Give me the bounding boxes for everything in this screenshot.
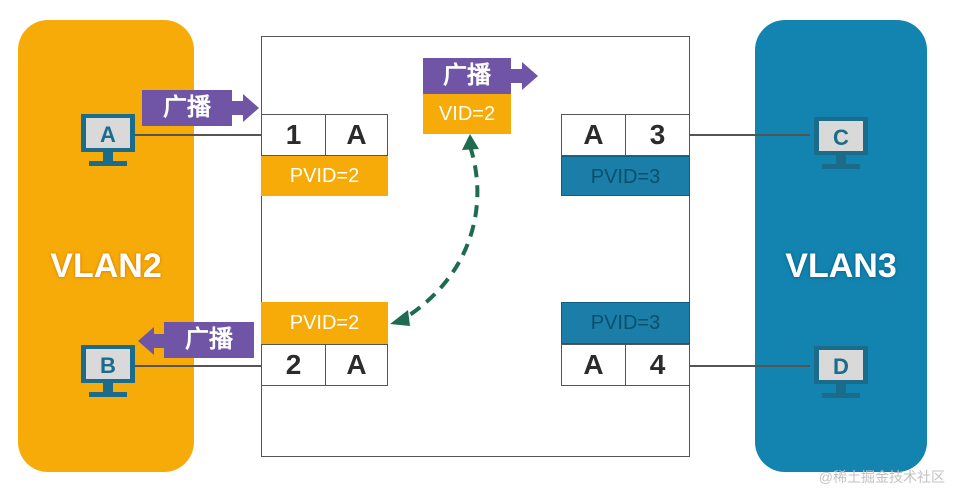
host-b-computer-icon: B	[81, 345, 135, 397]
port4-number: 4	[625, 344, 690, 386]
broadcast-out-arrow-icon	[138, 327, 166, 355]
link-b-port2	[135, 365, 262, 367]
broadcast-internal-frame: 广播	[423, 58, 511, 94]
host-d-label: D	[833, 354, 849, 379]
port2-pvid: PVID=2	[261, 302, 388, 344]
watermark: @稀土掘金技术社区	[818, 469, 945, 485]
host-c-computer-icon: C	[814, 117, 868, 169]
link-port3-c	[690, 134, 810, 136]
port3-mode: A	[561, 114, 626, 156]
vlan3-label: VLAN3	[785, 247, 897, 285]
link-a-port1	[135, 134, 262, 136]
broadcast-in-arrow-icon	[231, 94, 259, 122]
link-port4-d	[690, 365, 810, 367]
port1-mode: A	[325, 114, 388, 156]
broadcast-in-frame: 广播	[142, 90, 232, 126]
port3-number: 3	[625, 114, 690, 156]
host-a-computer-icon: A	[81, 114, 135, 166]
port4-pvid: PVID=3	[561, 302, 690, 344]
broadcast-internal-arrow-icon	[510, 62, 538, 90]
port1-number: 1	[261, 114, 326, 156]
forwarding-path-arrow-icon	[390, 134, 480, 326]
port2-mode: A	[325, 344, 388, 386]
host-b-label: B	[100, 353, 116, 378]
port1-pvid: PVID=2	[261, 156, 388, 196]
port3-pvid: PVID=3	[561, 156, 690, 196]
vlan2-label: VLAN2	[50, 247, 162, 285]
vid-tag: VID=2	[423, 94, 511, 134]
host-c-label: C	[833, 125, 849, 150]
host-a-label: A	[100, 122, 116, 147]
host-d-computer-icon: D	[814, 346, 868, 398]
broadcast-out-frame: 广播	[164, 322, 254, 358]
port2-number: 2	[261, 344, 326, 386]
port4-mode: A	[561, 344, 626, 386]
